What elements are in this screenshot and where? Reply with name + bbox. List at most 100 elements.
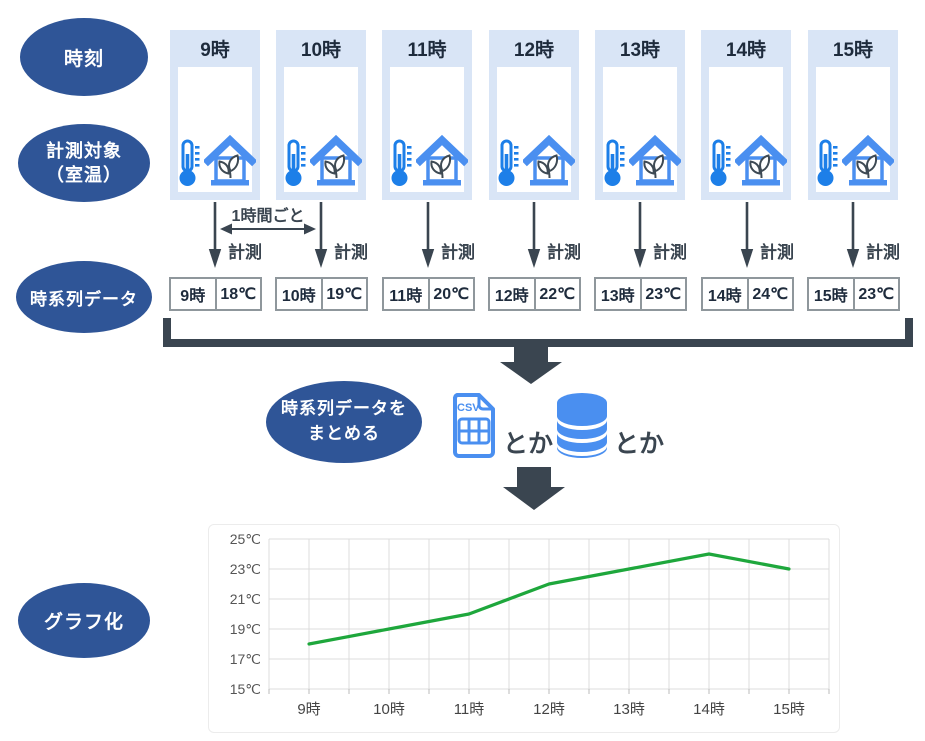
thermometer-icon (281, 139, 307, 188)
record-time: 9時 (171, 279, 217, 309)
svg-text:12時: 12時 (533, 701, 565, 718)
interval-double-arrow-icon (220, 223, 316, 235)
measure-label: 計測 (653, 243, 687, 262)
toka-label-csv: とか (503, 430, 554, 458)
thermometer-icon (387, 139, 413, 188)
row-label-series-text: 時系列データ (30, 289, 138, 309)
record-temp: 23℃ (858, 286, 895, 303)
room-panel (387, 67, 464, 192)
row-label-series: 時系列データ (16, 261, 152, 333)
data-record: 9時 18℃ (169, 277, 262, 311)
room-panel (494, 67, 571, 192)
csv-file-icon: CSV (452, 393, 495, 458)
data-record: 11時 20℃ (382, 277, 475, 311)
database-icon (557, 393, 607, 458)
thermometer-icon (706, 139, 732, 188)
svg-text:23℃: 23℃ (230, 561, 261, 577)
measure-label: 計測 (441, 243, 475, 262)
data-record: 12時 22℃ (488, 277, 581, 311)
measure-label: 計測 (228, 243, 262, 262)
svg-text:15時: 15時 (773, 701, 805, 718)
record-time: 11時 (384, 279, 430, 309)
svg-text:25℃: 25℃ (230, 531, 261, 547)
hour-header: 15時 (832, 40, 874, 61)
measure-arrow-icon (846, 202, 860, 268)
hour-header: 12時 (513, 40, 555, 61)
svg-text:15℃: 15℃ (230, 681, 261, 697)
record-time: 10時 (277, 279, 323, 309)
record-time: 12時 (490, 279, 536, 309)
row-label-time: 時刻 (20, 18, 148, 96)
record-temp: 18℃ (220, 286, 257, 303)
measure-arrow-icon (740, 202, 754, 268)
hour-header: 9時 (200, 40, 230, 61)
collect-label: 時系列データを まとめる (266, 381, 422, 463)
measure-arrow-icon (421, 202, 435, 268)
big-down-arrow-icon (500, 346, 562, 384)
house-plant-icon (416, 134, 468, 187)
house-plant-icon (842, 134, 894, 187)
record-temp: 19℃ (326, 286, 363, 303)
row-label-target: 計測対象 （室温） (18, 124, 150, 202)
hour-header: 13時 (619, 40, 661, 61)
hour-column-12: 12時 (489, 30, 579, 200)
svg-text:10時: 10時 (373, 701, 405, 718)
house-plant-icon (629, 134, 681, 187)
data-record: 14時 24℃ (701, 277, 794, 311)
thermometer-icon (813, 139, 839, 188)
svg-text:19℃: 19℃ (230, 621, 261, 637)
room-panel (600, 67, 677, 192)
record-time: 15時 (809, 279, 855, 309)
collector-bracket (163, 318, 913, 347)
hour-column-10: 10時 (276, 30, 366, 200)
record-time: 14時 (703, 279, 749, 309)
svg-text:13時: 13時 (613, 701, 645, 718)
record-temp: 24℃ (752, 286, 789, 303)
thermometer-icon (175, 139, 201, 188)
svg-text:14時: 14時 (693, 701, 725, 718)
collect-label-line2: まとめる (308, 424, 380, 443)
row-label-target-line2: （室温） (46, 165, 122, 185)
hour-column-15: 15時 (808, 30, 898, 200)
measure-arrow-icon (527, 202, 541, 268)
big-down-arrow-icon (503, 467, 565, 510)
row-label-target-line1: 計測対象 (46, 140, 122, 161)
record-temp: 23℃ (645, 286, 682, 303)
room-panel (175, 67, 252, 192)
room-panel (706, 67, 783, 192)
csv-icon-text: CSV (457, 402, 480, 414)
row-label-graph: グラフ化 (18, 583, 150, 658)
measure-label: 計測 (760, 243, 794, 262)
house-plant-icon (204, 134, 256, 187)
thermometer-icon (600, 139, 626, 188)
measure-label: 計測 (547, 243, 581, 262)
hour-column-14: 14時 (701, 30, 791, 200)
record-time: 13時 (596, 279, 642, 309)
measure-arrow-icon (208, 202, 222, 268)
hour-header: 10時 (300, 40, 342, 61)
measure-arrow-icon (314, 202, 328, 268)
svg-text:17℃: 17℃ (230, 651, 261, 667)
collect-label-line1: 時系列データを (281, 399, 407, 419)
house-plant-icon (310, 134, 362, 187)
svg-text:11時: 11時 (454, 701, 485, 718)
hour-column-13: 13時 (595, 30, 685, 200)
toka-label-db: とか (614, 430, 665, 458)
svg-text:21℃: 21℃ (230, 591, 261, 607)
record-temp: 22℃ (539, 286, 576, 303)
room-panel (281, 67, 358, 192)
hour-column-11: 11時 (382, 30, 472, 200)
hour-header: 11時 (407, 40, 447, 61)
measure-arrow-icon (633, 202, 647, 268)
data-record: 13時 23℃ (594, 277, 687, 311)
thermometer-icon (494, 139, 520, 188)
data-record: 15時 23℃ (807, 277, 900, 311)
svg-text:9時: 9時 (297, 701, 320, 718)
data-record: 10時 19℃ (275, 277, 368, 311)
temperature-line-chart: 25℃ 23℃ 21℃ 19℃ 17℃ 15℃ 9時 10時 11時 12時 13時 14時 15時 (208, 524, 840, 733)
house-plant-icon (735, 134, 787, 187)
chart-plot: 25℃ 23℃ 21℃ 19℃ 17℃ 15℃ 9時 10時 11時 12時 13時 14時 15時 (230, 531, 830, 718)
hour-column-9: 9時 (170, 30, 260, 200)
record-temp: 20℃ (433, 286, 470, 303)
